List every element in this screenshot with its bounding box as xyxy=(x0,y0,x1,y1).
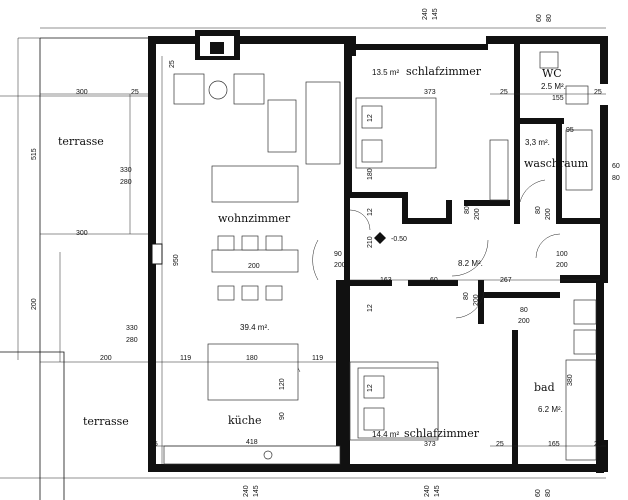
dim-top-240: 240 xyxy=(422,8,429,20)
dim-200c: 200 xyxy=(473,294,480,306)
dim-top-80: 80 xyxy=(546,14,553,22)
dim-80c: 80 xyxy=(463,292,470,300)
dim-bottom-240a: 240 xyxy=(243,485,250,497)
dim-terr-25a: 25 xyxy=(131,89,139,96)
dim-25w: 25 xyxy=(594,89,602,96)
room-label-schlafzimmer-top: schlafzimmer xyxy=(406,65,482,78)
dim-165: 165 xyxy=(548,441,560,448)
dim-163: 163 xyxy=(380,277,392,284)
dim-12a: 12 xyxy=(367,114,374,122)
dim-80bad: 80 xyxy=(520,307,528,314)
exterior-walls xyxy=(148,30,608,473)
dim-100: 100 xyxy=(556,251,568,258)
dim-sz-373a: 373 xyxy=(424,89,436,96)
dim-80w: 80 xyxy=(612,175,620,182)
dim-80a: 80 xyxy=(464,206,471,214)
dim-door-200: 200 xyxy=(334,262,346,269)
dim-sz-373b: 373 xyxy=(424,441,436,448)
dim-200b: 200 xyxy=(545,208,552,220)
dim-terr-280b: 280 xyxy=(126,337,138,344)
dim-12d: 12 xyxy=(367,384,374,392)
dim-60w: 60 xyxy=(612,163,620,170)
dim-210: 210 xyxy=(367,236,374,248)
level-marker: -0.50 xyxy=(374,232,407,244)
dim-120: 120 xyxy=(279,378,286,390)
dim-418: 418 xyxy=(246,439,258,446)
room-label-terrasse-top: terrasse xyxy=(58,135,104,148)
dim-60-flur: 60 xyxy=(430,277,438,284)
dim-top-145: 145 xyxy=(432,8,439,20)
dim-top-60: 60 xyxy=(536,14,543,22)
dim-80b: 80 xyxy=(535,206,542,214)
room-label-wohnzimmer: wohnzimmer xyxy=(218,212,291,225)
dim-25y: 25 xyxy=(496,441,504,448)
dim-door-90: 90 xyxy=(334,251,342,258)
dim-bottom-80: 80 xyxy=(545,489,552,497)
dim-25c: 25 xyxy=(150,441,158,448)
dim-terr-200v: 200 xyxy=(31,298,38,310)
room-area-wohnzimmer: 39.4 m². xyxy=(240,323,269,332)
dim-terr-200h: 200 xyxy=(100,355,112,362)
dim-950: 950 xyxy=(173,254,180,266)
dim-95: 95 xyxy=(566,127,574,134)
bedroom-furniture xyxy=(355,51,597,461)
dim-bottom-240b: 240 xyxy=(424,485,431,497)
room-label-terrasse-bottom: terrasse xyxy=(83,415,129,428)
room-label-schlafzimmer-bottom: schlafzimmer xyxy=(404,427,480,440)
room-label-waschraum: waschraum xyxy=(524,157,589,170)
room-label-bad: bad xyxy=(534,381,555,394)
dim-terr-330a: 330 xyxy=(120,167,132,174)
room-area-schlafzimmer-bottom: 14.4 m² xyxy=(372,430,399,439)
dim-25-top: 25 xyxy=(169,60,176,68)
room-area-waschraum: 3,3 m². xyxy=(525,138,550,147)
dim-bottom-145a: 145 xyxy=(253,485,260,497)
room-label-wc: WC xyxy=(542,67,562,80)
dim-terr-280a: 280 xyxy=(120,179,132,186)
room-label-kueche: küche xyxy=(228,414,262,427)
dim-bottom-145b: 145 xyxy=(434,485,441,497)
dim-bottom-60: 60 xyxy=(535,489,542,497)
dim-terr-515: 515 xyxy=(31,148,38,160)
dim-180-bed: 180 xyxy=(367,168,374,180)
dim-155: 155 xyxy=(552,95,564,102)
dim-200e: 200 xyxy=(556,262,568,269)
room-area-schlafzimmer-top: 13.5 m² xyxy=(372,68,399,77)
dim-25x: 25 xyxy=(500,89,508,96)
dim-119a: 119 xyxy=(180,355,191,362)
terrasse-outline xyxy=(0,37,148,500)
dim-380: 380 xyxy=(567,374,574,386)
dim-terr-300b: 300 xyxy=(76,230,88,237)
dim-25z: 25 xyxy=(594,441,602,448)
dim-180: 180 xyxy=(246,355,258,362)
dim-267: 267 xyxy=(500,277,512,284)
dimension-lines xyxy=(0,27,606,479)
dim-119b: 119 xyxy=(312,355,323,362)
room-area-flur: 8.2 M². xyxy=(458,259,483,268)
dim-terr-330b: 330 xyxy=(126,325,138,332)
dim-200a: 200 xyxy=(474,208,481,220)
dim-90-kitchen: 90 xyxy=(279,412,286,420)
level-value: -0.50 xyxy=(391,236,407,243)
dim-12c: 12 xyxy=(367,304,374,312)
room-area-bad: 6.2 M². xyxy=(538,405,563,414)
dim-200-table: 200 xyxy=(248,263,260,270)
dim-12b: 12 xyxy=(367,208,374,216)
dim-200bad: 200 xyxy=(518,318,530,325)
room-area-wc: 2.5 M². xyxy=(541,82,566,91)
door-swings xyxy=(269,179,561,373)
dim-terr-300a: 300 xyxy=(76,89,88,96)
